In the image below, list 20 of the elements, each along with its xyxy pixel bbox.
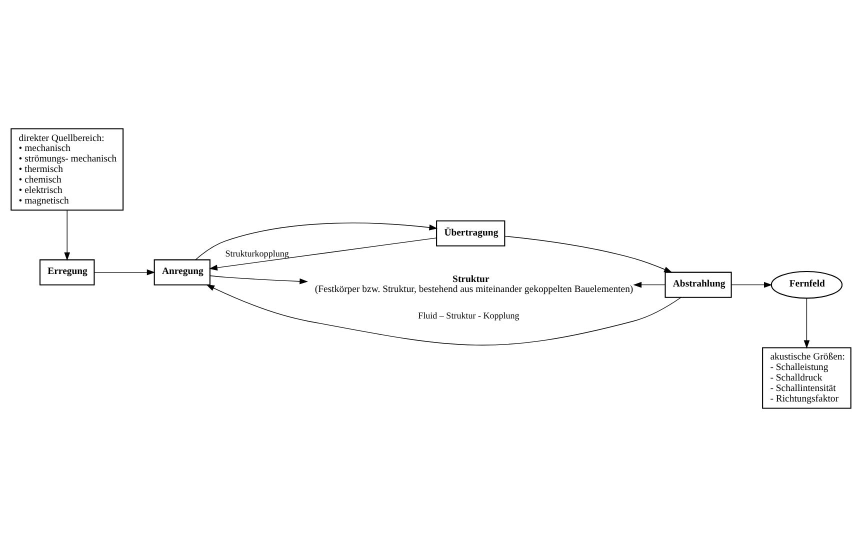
edge-label: Fluid – Struktur - Kopplung bbox=[418, 310, 520, 320]
arrow bbox=[64, 210, 70, 261]
arrow bbox=[210, 275, 308, 284]
arrow bbox=[731, 282, 772, 288]
node-box: Erregung bbox=[39, 259, 95, 286]
node-box: Abstrahlung bbox=[664, 272, 732, 298]
node-box: akustische Größen: - Schalleistung - Schalldruck - Schallintensität - Richtungsfaktor bbox=[762, 347, 852, 409]
arrow bbox=[504, 236, 672, 273]
node-box: Übertragung bbox=[436, 220, 506, 246]
node-ellipse: Fernfeld bbox=[770, 270, 843, 299]
arrow bbox=[206, 284, 682, 346]
edge-label: Strukturkopplung bbox=[225, 248, 289, 259]
node-box: Anregung bbox=[154, 259, 210, 286]
arrow bbox=[804, 298, 810, 349]
arrow bbox=[633, 282, 666, 288]
node-text: Struktur (Festkörper bzw. Struktur, bestehend aus miteinander gekoppelten Bauelementen) bbox=[314, 274, 634, 295]
arrow bbox=[94, 269, 156, 276]
arrow bbox=[195, 222, 438, 260]
node-box: direkter Quellbereich: • mechanisch • strömungs- mechanisch • thermisch • chemisch • elektrisch • magnetisch bbox=[10, 128, 124, 211]
arrow bbox=[209, 238, 437, 271]
